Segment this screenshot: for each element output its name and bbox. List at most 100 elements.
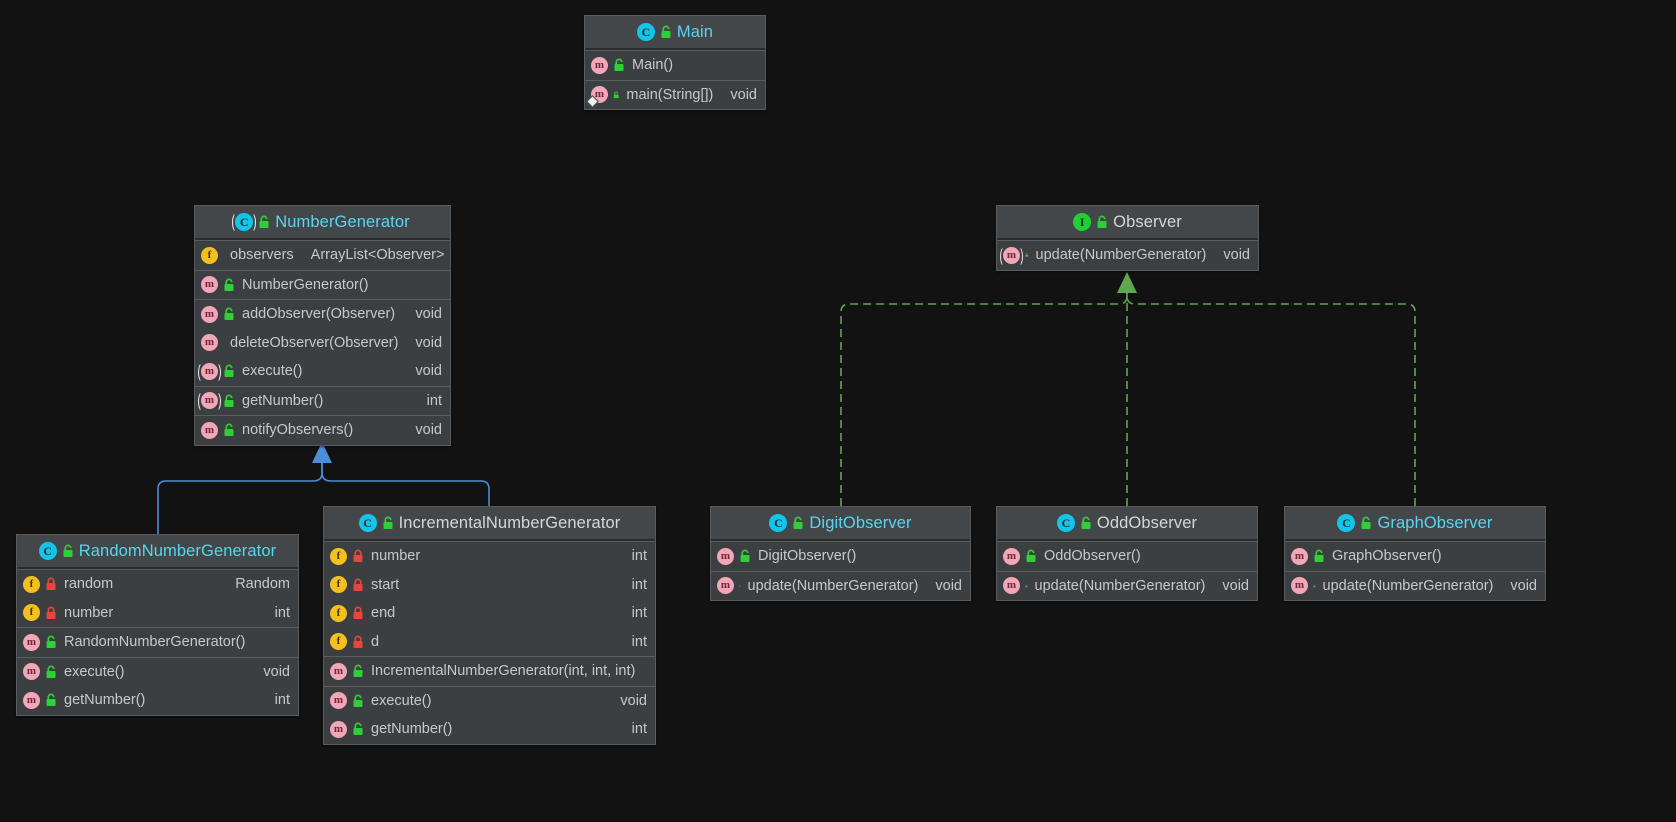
method-icon: m [23, 633, 40, 651]
member-type: int [426, 392, 442, 409]
edge-random-extends-numbergenerator [157, 462, 323, 534]
class-title: GraphObserver [1377, 513, 1493, 532]
lock-open-icon [63, 544, 73, 557]
member-name: RandomNumberGenerator() [64, 634, 246, 651]
lock-open-icon [46, 635, 56, 649]
lock-open-icon [1025, 584, 1028, 588]
lock-open-icon [224, 364, 234, 378]
member-name: getNumber() [64, 692, 146, 709]
lock-open-icon [46, 693, 56, 707]
lock-open-icon [46, 665, 56, 678]
lock-open-icon [224, 423, 234, 437]
lock-closed-icon [353, 549, 363, 563]
lock-open-icon [383, 516, 393, 529]
member-name: execute() [64, 663, 125, 680]
member-name: update(NumberGenerator) [1034, 577, 1206, 594]
member-type: int [274, 604, 290, 621]
method-icon: m [330, 720, 347, 738]
member-type: void [935, 577, 962, 594]
member-name: addObserver(Observer) [242, 306, 396, 323]
edge-realization-group [840, 272, 1416, 506]
member-type: int [631, 548, 647, 565]
lock-closed-icon [46, 606, 56, 619]
method-icon: m [201, 334, 218, 352]
method-row[interactable]: m RandomNumberGenerator() [17, 628, 298, 657]
abstract-method-icon: m [198, 391, 221, 413]
member-type: int [631, 605, 647, 622]
member-name: start [371, 576, 400, 593]
member-type: void [730, 86, 757, 103]
class-title: IncrementalNumberGenerator [398, 513, 621, 532]
member-name: getNumber() [371, 721, 453, 738]
class-title: DigitObserver [809, 513, 912, 532]
lock-open-icon [614, 58, 624, 72]
method-icon: m [1291, 547, 1308, 565]
class-title: NumberGenerator [275, 212, 410, 231]
class-title: Main [676, 22, 714, 41]
lock-open-icon [1025, 253, 1029, 258]
class-icon: C [1337, 514, 1356, 532]
method-icon: m [23, 691, 40, 709]
lock-open-icon [1097, 215, 1107, 228]
class-icon: C [1056, 514, 1075, 532]
class-title: RandomNumberGenerator [78, 541, 277, 560]
edge-incremental-extends-numbergenerator [321, 462, 490, 506]
class-header-graphobserver[interactable]: C GraphObserver [1285, 507, 1545, 541]
member-name: update(NumberGenerator) [1322, 577, 1494, 594]
member-name: Main() [632, 57, 674, 74]
method-icon: m [201, 276, 218, 294]
method-icon: m [201, 421, 218, 439]
member-type: void [415, 422, 442, 439]
